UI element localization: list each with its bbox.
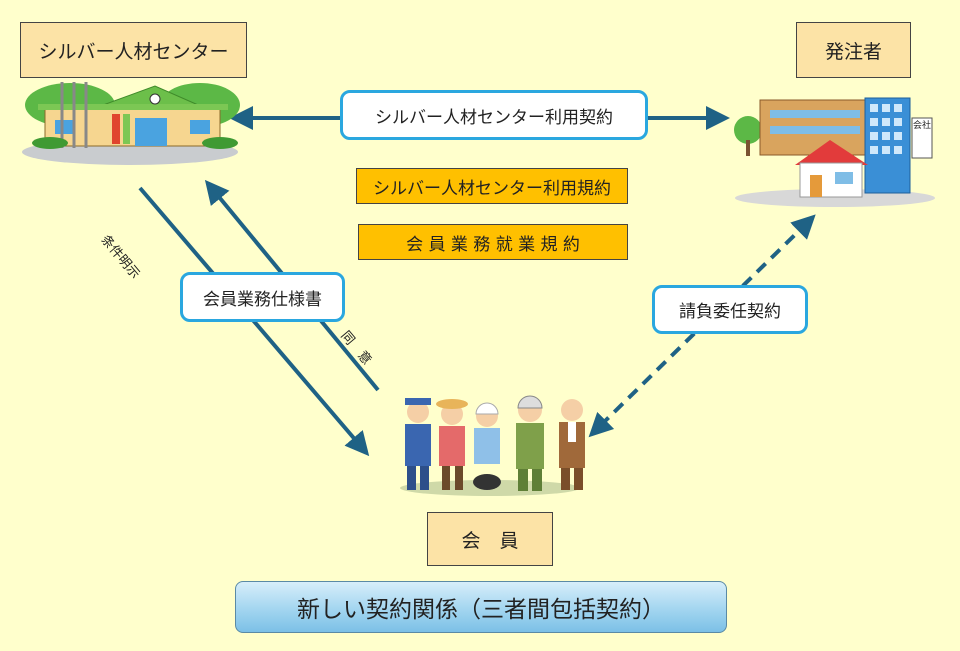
building-sign: 会社 (913, 121, 932, 131)
member-person (516, 395, 544, 491)
member-person (559, 399, 585, 490)
banner-title: 新しい契約関係（三者間包括契約） (235, 581, 727, 633)
usage-rules-box: シルバー人材センター利用規約 (356, 168, 628, 204)
member-person (436, 399, 468, 490)
contract-center-client: シルバー人材センター利用契約 (340, 90, 648, 140)
work-rules-box: 会 員 業 務 就 業 規 約 (358, 224, 628, 260)
party-client: 発注者 (796, 22, 911, 78)
member-person (473, 402, 501, 490)
contract-client-member: 請負委任契約 (652, 285, 808, 334)
party-silver-center: シルバー人材センター (20, 22, 247, 78)
members-illustration (400, 395, 585, 496)
member-person (405, 398, 431, 490)
client-buildings-illustration (734, 97, 935, 207)
party-member: 会 員 (427, 512, 553, 566)
contract-member-spec: 会員業務仕様書 (180, 272, 345, 322)
silver-center-building-illustration (22, 82, 240, 165)
